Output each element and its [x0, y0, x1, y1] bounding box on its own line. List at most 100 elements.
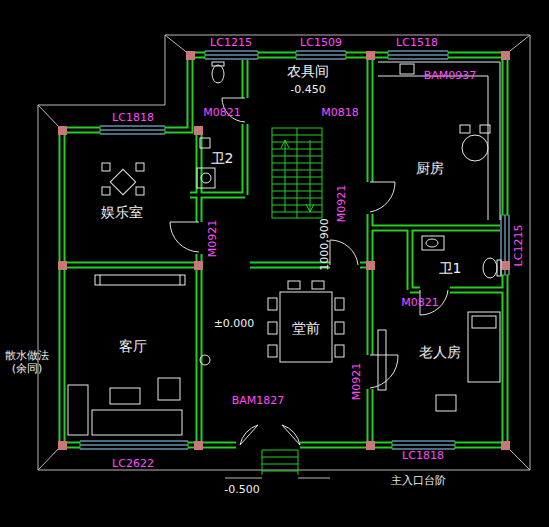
window: [388, 50, 448, 60]
furniture: [201, 173, 211, 183]
window: [80, 441, 81, 449]
furniture: [480, 125, 490, 133]
window: [448, 51, 449, 59]
plan-tag: LC2622: [112, 457, 154, 470]
stair: [272, 142, 297, 143]
furniture: [100, 275, 180, 285]
room-area: 娱乐室: [99, 202, 145, 223]
window: [296, 51, 346, 52]
wall-core: [62, 55, 505, 445]
furniture: [110, 388, 140, 404]
furniture: [335, 322, 344, 334]
furniture: [136, 163, 144, 171]
plan-tag: LC1818: [402, 449, 444, 462]
window: [100, 126, 101, 134]
column: [366, 261, 375, 270]
stair: [272, 163, 297, 164]
entrance-step: [225, 478, 330, 479]
window: [165, 126, 166, 134]
plan-tag: M0818: [321, 106, 359, 119]
furniture: [468, 312, 500, 382]
window: [258, 51, 259, 59]
stair: [297, 156, 322, 157]
window: [205, 51, 206, 59]
room-name: 卫1: [439, 260, 462, 277]
stair: [272, 198, 297, 199]
plan-tag: M0821: [203, 106, 241, 119]
stair: [272, 177, 297, 178]
vertical-tag: M0921: [351, 362, 364, 400]
plan-tag: M0821: [401, 296, 439, 309]
window: [296, 50, 346, 60]
stair: [297, 149, 322, 150]
window: [392, 441, 455, 442]
wall: [62, 55, 505, 445]
window: [205, 51, 258, 52]
door-swing: [370, 182, 395, 212]
stair: [272, 170, 297, 171]
door-opening: [194, 98, 450, 451]
furniture: [483, 258, 497, 278]
window: [388, 51, 448, 52]
furniture: [95, 275, 185, 285]
window: [205, 59, 258, 60]
window: [100, 126, 165, 127]
stair: [272, 184, 297, 185]
window: [388, 59, 448, 60]
room-name: 农具间: [287, 63, 329, 80]
column: [366, 51, 375, 60]
plan-tag: -0.500: [224, 483, 259, 496]
plan-tag: BAM1827: [232, 394, 285, 407]
entrance-step: [262, 450, 298, 475]
furniture: [426, 239, 438, 247]
window: [501, 215, 509, 216]
window: [80, 441, 188, 442]
wall-core: [62, 55, 505, 445]
column: [501, 51, 510, 60]
column: [58, 441, 67, 450]
room-name: 卫2: [211, 150, 234, 167]
floor-level: -0.450: [287, 83, 329, 97]
furniture: [378, 330, 386, 390]
eave-outline: [38, 35, 530, 470]
stair: [272, 212, 297, 213]
stair: [297, 142, 322, 143]
window: [205, 50, 258, 60]
furniture: [102, 187, 110, 195]
door-opening: [420, 285, 450, 296]
window: [388, 55, 448, 56]
column: [501, 441, 510, 450]
column: [366, 441, 375, 450]
room-area: 卫1: [437, 258, 464, 279]
door-opening: [194, 222, 205, 254]
vertical-tag: LC1215: [513, 224, 526, 266]
wall-core: [62, 55, 505, 445]
plan-tag: ±0.000: [214, 317, 255, 330]
room-name: 厨房: [416, 160, 444, 177]
room-name: 娱乐室: [101, 204, 143, 221]
furniture: [200, 138, 210, 148]
furniture: [436, 395, 456, 411]
column: [194, 441, 203, 450]
plan-tag: LC1509: [300, 36, 342, 49]
room-area: 堂前: [290, 318, 322, 339]
room-area: 厨房: [414, 158, 446, 179]
column: [186, 51, 195, 60]
window: [80, 449, 188, 450]
plan-tag: LC1215: [210, 36, 252, 49]
furniture: [268, 298, 277, 310]
window: [100, 130, 165, 131]
window: [80, 50, 510, 450]
window: [501, 275, 509, 276]
stair: [297, 184, 322, 185]
furniture: [280, 292, 332, 362]
stair: [272, 205, 297, 206]
door-swing: [170, 98, 448, 445]
window: [80, 440, 188, 450]
column: [58, 51, 510, 450]
door-opening: [365, 355, 376, 389]
door-opening: [240, 98, 251, 124]
door-opening: [365, 182, 376, 214]
furniture: [68, 62, 501, 435]
